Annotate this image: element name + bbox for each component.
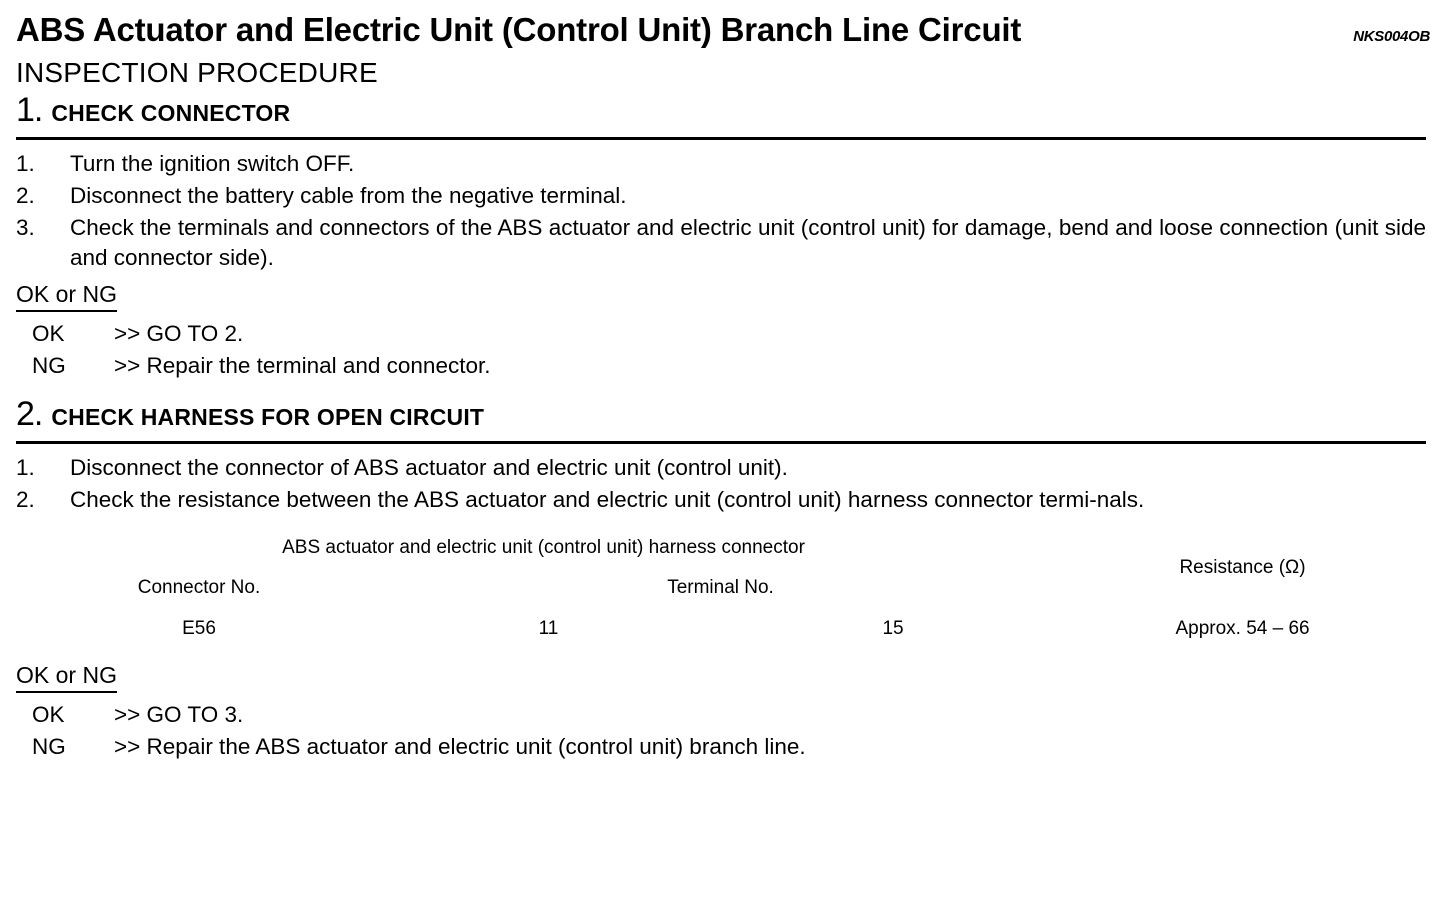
- result-key: OK: [32, 321, 65, 346]
- cell-terminal-a: 11: [538, 618, 559, 639]
- result-key: NG: [32, 353, 66, 378]
- list-item: 1. Turn the ignition switch OFF.: [16, 149, 1426, 179]
- cell-connector-no: E56: [182, 618, 216, 639]
- connector-no-header: Connector No.: [137, 577, 261, 598]
- result-value: >> Repair the terminal and connector.: [114, 353, 491, 378]
- list-item-text: Disconnect the battery cable from the ne…: [70, 183, 627, 208]
- step-block-1: 1. CHECK CONNECTOR 1. Turn the ignition …: [0, 90, 1440, 382]
- list-item-marker: 2.: [16, 487, 35, 512]
- list-item-text: Disconnect the connector of ABS actuator…: [70, 455, 788, 480]
- list-item-marker: 1.: [16, 455, 35, 480]
- reference-code: NKS004OB: [1353, 28, 1430, 45]
- ok-or-ng-rows: OK >> GO TO 3. NG >> Repair the ABS actu…: [16, 699, 1424, 763]
- list-item: 2. Disconnect the battery cable from the…: [16, 181, 1426, 211]
- ok-or-ng-rows: OK >> GO TO 2. NG >> Repair the terminal…: [16, 318, 1424, 382]
- result-row-ng: NG >> Repair the ABS actuator and electr…: [16, 731, 1424, 763]
- result-row-ng: NG >> Repair the terminal and connector.: [16, 350, 1424, 382]
- table-row: E56 11 15 Approx. 54 – 66: [22, 608, 1420, 650]
- cell-terminal-b: 15: [882, 618, 904, 639]
- resistance-header-cell: Resistance (Ω): [1179, 557, 1306, 578]
- step-2-result: OK or NG OK >> GO TO 3. NG >> Repair the…: [0, 650, 1440, 763]
- list-item-marker: 1.: [16, 151, 35, 176]
- result-row-ok: OK >> GO TO 3.: [16, 699, 1424, 731]
- table-header-row-sub: Connector No. Terminal No.: [22, 568, 1420, 608]
- step-2-list: 1. Disconnect the connector of ABS actua…: [0, 444, 1440, 515]
- document-header: ABS Actuator and Electric Unit (Control …: [0, 0, 1440, 54]
- step-2-number: 2.: [16, 395, 43, 433]
- result-key: NG: [32, 734, 66, 759]
- list-item-text: Check the terminals and connectors of th…: [70, 215, 1426, 270]
- terminal-no-header: Terminal No.: [667, 577, 774, 598]
- step-1-heading: 1. CHECK CONNECTOR: [0, 90, 1440, 131]
- ok-or-ng-label: OK or NG: [16, 660, 117, 693]
- group-header-cell: ABS actuator and electric unit (control …: [282, 537, 805, 558]
- step-1-title: CHECK CONNECTOR: [51, 100, 291, 126]
- table-header-row-group: ABS actuator and electric unit (control …: [22, 528, 1420, 578]
- list-item-marker: 2.: [16, 183, 35, 208]
- list-item: 1. Disconnect the connector of ABS actua…: [16, 453, 1426, 483]
- resistance-spec-table: ABS actuator and electric unit (control …: [22, 528, 1420, 650]
- cell-resistance: Approx. 54 – 66: [1175, 618, 1310, 639]
- result-value: >> GO TO 3.: [114, 702, 244, 727]
- section-heading: INSPECTION PROCEDURE: [16, 57, 378, 88]
- step-1-result: OK or NG OK >> GO TO 2. NG >> Repair the…: [0, 273, 1440, 382]
- step-1-divider: [16, 137, 1426, 140]
- result-value: >> GO TO 2.: [114, 321, 244, 346]
- result-key: OK: [32, 702, 65, 727]
- step-2-divider: [16, 441, 1426, 444]
- list-item-text: Check the resistance between the ABS act…: [70, 487, 1145, 512]
- result-row-ok: OK >> GO TO 2.: [16, 318, 1424, 350]
- result-value: >> Repair the ABS actuator and electric …: [114, 734, 806, 759]
- step-1-list: 1. Turn the ignition switch OFF. 2. Disc…: [0, 140, 1440, 273]
- list-item: 3. Check the terminals and connectors of…: [16, 213, 1426, 273]
- list-item: 2. Check the resistance between the ABS …: [16, 485, 1426, 515]
- page-title: ABS Actuator and Electric Unit (Control …: [16, 11, 1022, 48]
- list-item-marker: 3.: [16, 215, 35, 240]
- step-2-heading: 2. CHECK HARNESS FOR OPEN CIRCUIT: [0, 394, 1440, 435]
- step-2-title: CHECK HARNESS FOR OPEN CIRCUIT: [51, 404, 485, 430]
- list-item-text: Turn the ignition switch OFF.: [70, 151, 355, 176]
- step-block-2: 2. CHECK HARNESS FOR OPEN CIRCUIT 1. Dis…: [0, 394, 1440, 763]
- ok-or-ng-label: OK or NG: [16, 279, 117, 312]
- step-1-number: 1.: [16, 91, 43, 129]
- spec-table-wrapper: ABS actuator and electric unit (control …: [0, 515, 1440, 650]
